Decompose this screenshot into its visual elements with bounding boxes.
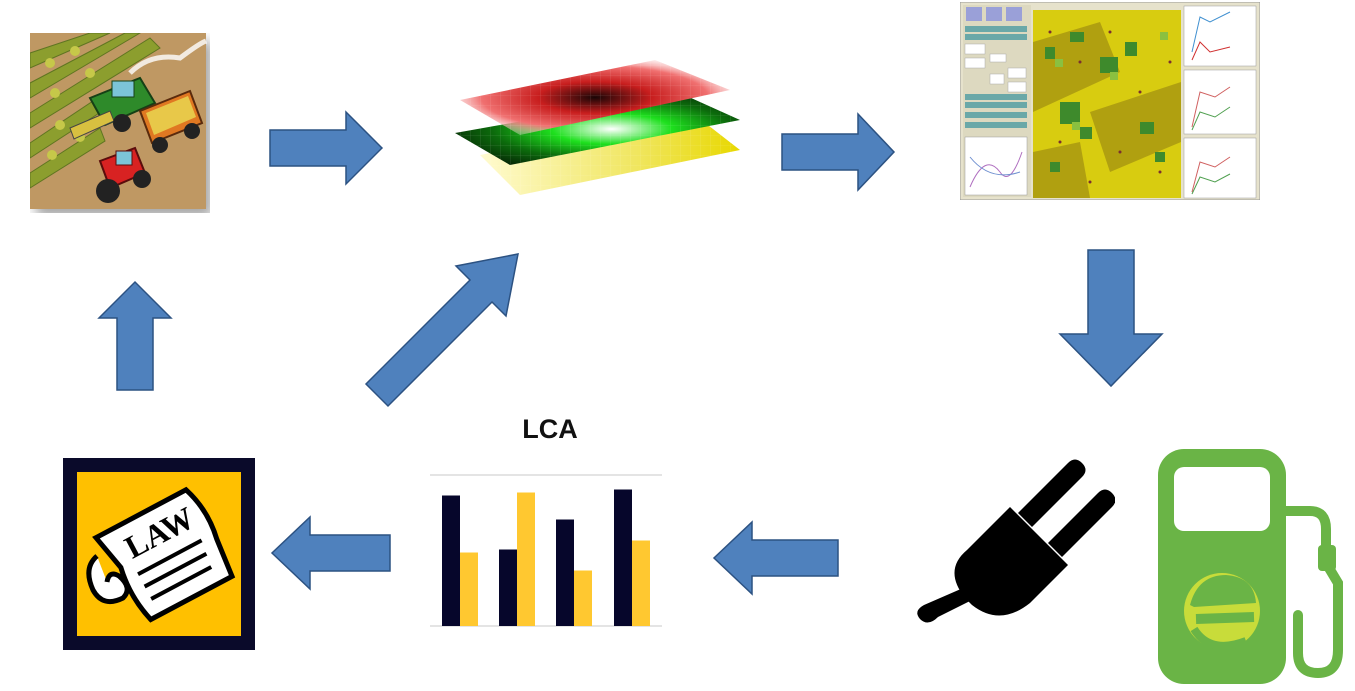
bar-group4-series1 bbox=[614, 489, 632, 626]
arrow-right-1 bbox=[269, 110, 384, 186]
farm-scene-icon bbox=[29, 32, 210, 213]
bar-group1-series1 bbox=[442, 495, 460, 626]
lca-bar-chart bbox=[430, 470, 662, 630]
law-scroll-icon: LAW bbox=[63, 458, 255, 650]
arrow-right-2 bbox=[781, 112, 896, 192]
bar-group2-series2 bbox=[517, 492, 535, 626]
map-layers-icon bbox=[440, 55, 760, 205]
plug-icon bbox=[910, 455, 1116, 630]
arrow-up bbox=[97, 280, 173, 391]
arrow-left-2 bbox=[270, 515, 391, 591]
arrow-left-1 bbox=[712, 520, 839, 596]
arrow-diagonal-up-right bbox=[364, 253, 519, 408]
bar-group1-series2 bbox=[460, 552, 478, 626]
bar-group3-series1 bbox=[556, 519, 574, 626]
model-screenshot-icon bbox=[959, 1, 1261, 201]
fuel-pump-icon bbox=[1150, 445, 1355, 686]
bar-group2-series1 bbox=[499, 549, 517, 626]
lca-chart-title: LCA bbox=[522, 414, 578, 444]
arrow-down bbox=[1058, 249, 1164, 388]
bar-group4-series2 bbox=[632, 540, 650, 626]
bar-group3-series2 bbox=[574, 570, 592, 626]
